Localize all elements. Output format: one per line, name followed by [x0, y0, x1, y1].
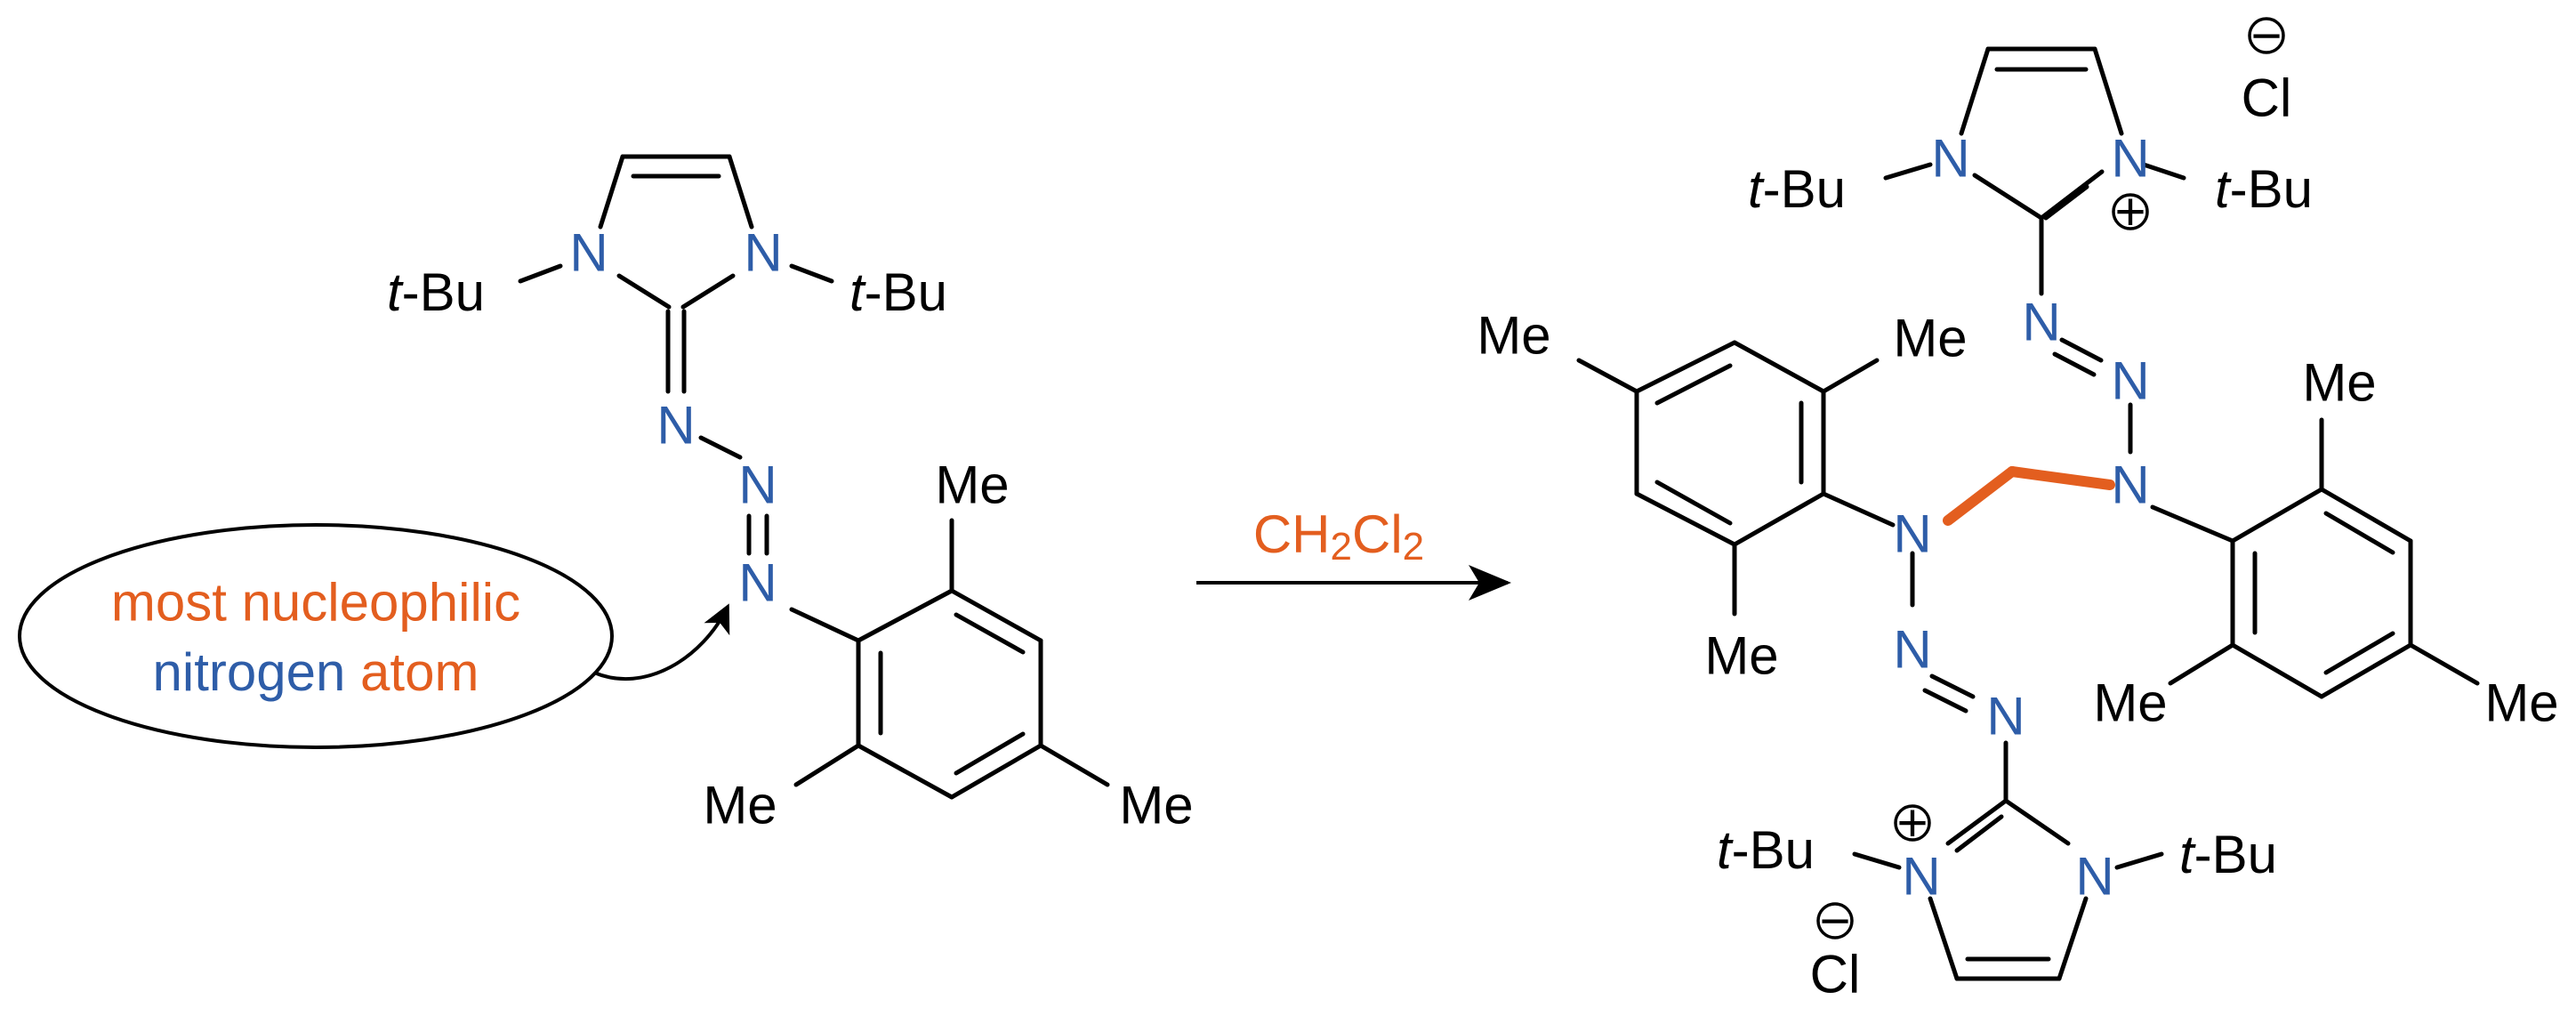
product-me-right-lower: Me [2093, 673, 2167, 733]
product-bottom-plus-charge: + [1894, 794, 1931, 853]
reactant-triazene: t-Bu N N t-Bu N N N Me Me Me most nucleo… [18, 154, 1194, 835]
svg-text:−: − [2250, 6, 2282, 66]
product-n-top-alpha: N [2022, 293, 2060, 352]
product-tbu-bottom-left: t-Bu [1717, 820, 1815, 880]
product-bottom-n3: N [2075, 847, 2113, 907]
callout-line2: nitrogen atom [153, 642, 479, 702]
product-bonds [1576, 46, 2480, 981]
product-n-lower-alpha: N [1986, 687, 2025, 746]
svg-text:Cl: Cl [1810, 945, 1861, 1004]
product-me-right-para: Me [2484, 673, 2558, 733]
reactant-tbu-left: t-Bu [387, 262, 485, 322]
product-top-n3: N [2111, 129, 2149, 189]
svg-text:+: + [1896, 794, 1928, 853]
product-top-n1: N [1931, 129, 1969, 189]
reactant-me-top: Me [935, 456, 1009, 515]
methylene-bridge-bond-2 [2007, 466, 2115, 490]
svg-text:−: − [1819, 891, 1850, 951]
product-n-top-gamma: N [2111, 456, 2149, 515]
curved-arrow [593, 603, 730, 681]
product-n-lower-beta: N [1893, 620, 1931, 680]
product-tbu-top-right: t-Bu [2215, 159, 2313, 219]
reactant-n-beta: N [738, 456, 777, 515]
product-bis-triazenium: t-Bu N N + t-Bu − Cl N N N Me Me Me Me M… [1477, 6, 2558, 1004]
callout-line1: most nucleophilic [111, 573, 520, 633]
reaction-arrow-group: CH2Cl2 [1196, 504, 1511, 601]
product-tbu-top-left: t-Bu [1748, 159, 1846, 219]
reactant-n-gamma: N [738, 553, 777, 613]
product-top-plus-charge: + [2112, 182, 2149, 242]
reactant-atom-labels: t-Bu N N t-Bu N N N Me Me Me [387, 223, 1194, 835]
reactant-bonds [518, 154, 1110, 800]
product-me-left-lower: Me [1704, 626, 1778, 686]
svg-text:Cl: Cl [2242, 69, 2292, 128]
product-tbu-bottom-right: t-Bu [2179, 825, 2277, 884]
product-me-left-top: Me [1893, 309, 1967, 368]
reagent-label: CH2Cl2 [1253, 504, 1424, 568]
product-me-left-para: Me [1477, 306, 1550, 366]
nucleophile-callout: most nucleophilic nitrogen atom [18, 523, 730, 749]
product-me-right-top: Me [2302, 353, 2376, 413]
product-n-left-gamma: N [1893, 504, 1931, 564]
product-bottom-n1: N [1902, 847, 1940, 907]
methylene-bridge-bond-1 [1943, 466, 2017, 526]
reactant-me-left: Me [703, 776, 777, 835]
reactant-n1: N [569, 223, 608, 283]
svg-text:+: + [2114, 182, 2145, 242]
chloride-top: − Cl [2242, 6, 2292, 128]
reactant-tbu-right: t-Bu [849, 262, 947, 322]
reactant-me-right: Me [1119, 776, 1193, 835]
callout-ellipse [18, 523, 614, 749]
reactant-n3: N [744, 223, 782, 283]
product-n-top-beta: N [2111, 351, 2149, 411]
chloride-bottom: − Cl [1810, 891, 1861, 1004]
reactant-n-alpha: N [656, 396, 695, 456]
product-atom-labels: t-Bu N N + t-Bu − Cl N N N Me Me Me Me M… [1477, 6, 2558, 1004]
